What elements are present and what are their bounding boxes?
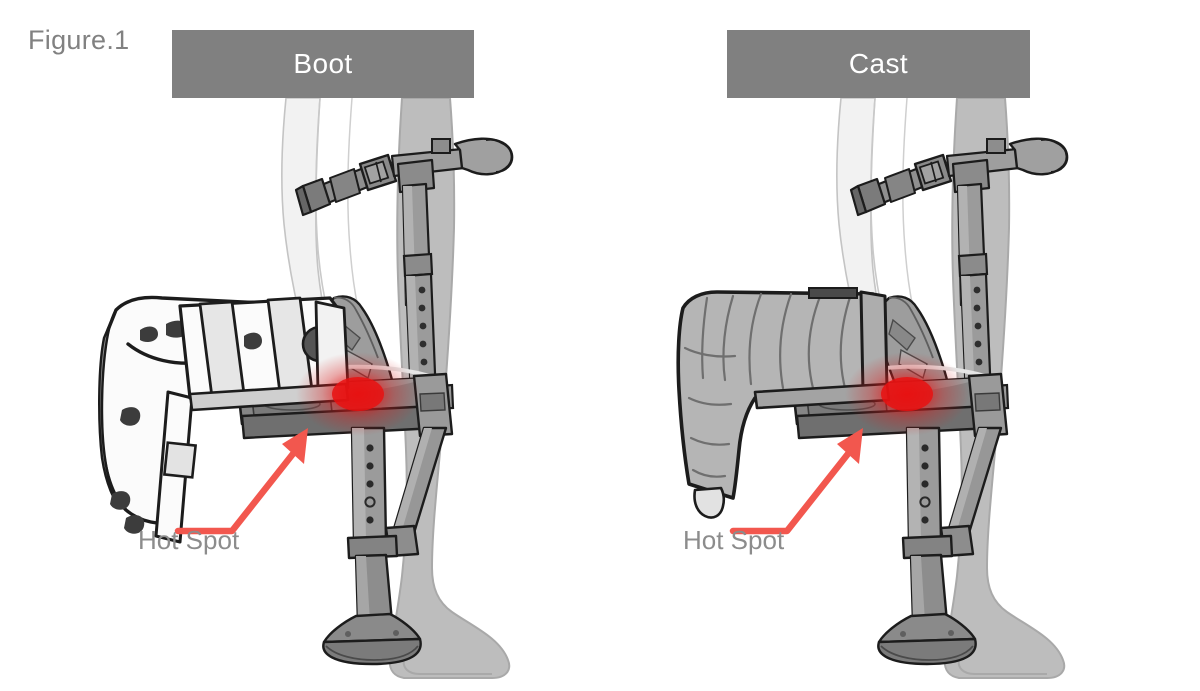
cam-walker-boot bbox=[98, 295, 350, 544]
panel-header-cast-label: Cast bbox=[848, 48, 909, 79]
illustration-boot bbox=[0, 98, 600, 691]
panel-header-boot: Boot bbox=[172, 30, 474, 98]
panel-header-cast: Cast bbox=[727, 30, 1030, 98]
hot-spot-arrow bbox=[729, 428, 863, 535]
panel-header-boot-label: Boot bbox=[293, 48, 353, 79]
figure-caption-label: Figure.1 bbox=[28, 25, 130, 55]
lower-strut-and-base bbox=[877, 426, 1003, 666]
thigh-strap-assembly bbox=[294, 137, 514, 217]
thigh-strap-assembly bbox=[849, 137, 1069, 217]
hot-spot-arrow bbox=[174, 428, 308, 535]
hot-spot-glow bbox=[845, 352, 969, 436]
hot-spot-glow bbox=[296, 352, 420, 436]
illustration-cast bbox=[555, 98, 1155, 691]
lower-strut-and-base bbox=[322, 426, 448, 666]
hot-spot-label-boot: Hot Spot bbox=[138, 525, 240, 555]
hot-spot-label-cast: Hot Spot bbox=[683, 525, 785, 555]
